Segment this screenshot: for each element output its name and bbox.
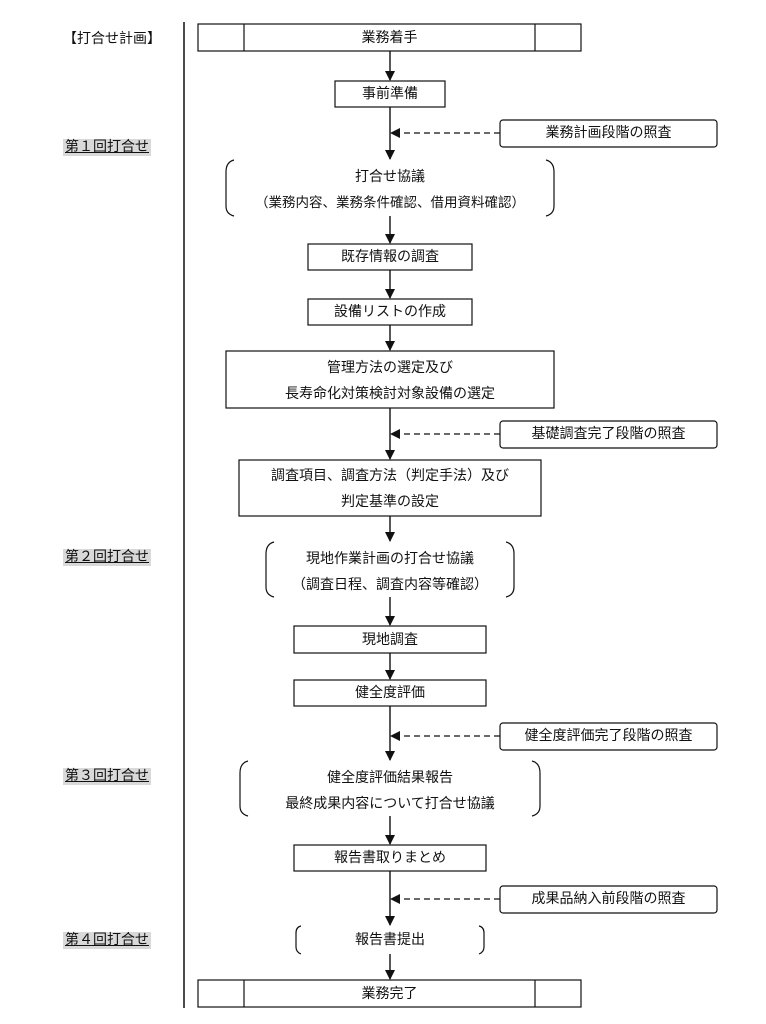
site-survey-label: 現地調査 — [362, 632, 418, 648]
ref-label-1: 業務計画段階の照査 — [545, 125, 672, 141]
management-line1: 管理方法の選定及び — [327, 360, 453, 376]
prep-label: 事前準備 — [362, 86, 418, 102]
survey-line2: 判定基準の設定 — [341, 494, 439, 510]
survey-line1: 調査項目、調査方法（判定手法）及び — [271, 468, 509, 484]
existing-info-label: 既存情報の調査 — [341, 249, 439, 265]
ref-box-1 — [499, 119, 718, 148]
start-label: 業務着手 — [361, 30, 418, 46]
meeting3-line1: 健全度評価結果報告 — [327, 770, 453, 786]
meeting1-title: 打合せ協議 — [355, 169, 425, 185]
management-line2: 長寿命化対策検討対象設備の選定 — [285, 386, 495, 402]
ref-box-2 — [499, 420, 718, 449]
health-eval-label: 健全度評価 — [355, 685, 425, 701]
ref-label-3: 健全度評価完了段階の照査 — [524, 728, 693, 744]
ref-label-4: 成果品納入前段階の照査 — [531, 891, 686, 907]
ref-label-2: 基礎調査完了段階の照査 — [531, 426, 686, 442]
plan-header-label: 【打合せ計画】 — [63, 31, 161, 47]
round-4-label: 第４回打合せ — [63, 932, 151, 949]
end-box — [197, 979, 582, 1008]
round-3-label: 第３回打合せ — [63, 768, 151, 785]
meeting1-detail: （業務内容、業務条件確認、借用資料確認） — [255, 195, 525, 211]
equipment-list-label: 設備リストの作成 — [334, 304, 446, 320]
ref-box-4 — [499, 885, 718, 914]
round-2-label: 第２回打合せ — [63, 549, 151, 566]
end-label: 業務完了 — [361, 986, 418, 1002]
report-submit-label: 報告書提出 — [355, 932, 425, 948]
meeting2-line2: （調査日程、調査内容等確認） — [292, 577, 488, 593]
meeting2-line1: 現地作業計画の打合せ協議 — [306, 551, 474, 567]
report-compile-label: 報告書取りまとめ — [334, 850, 446, 866]
ref-box-3 — [499, 722, 718, 751]
meeting3-line2: 最終成果内容について打合せ協議 — [285, 796, 495, 812]
round-1-label: 第１回打合せ — [63, 139, 151, 156]
